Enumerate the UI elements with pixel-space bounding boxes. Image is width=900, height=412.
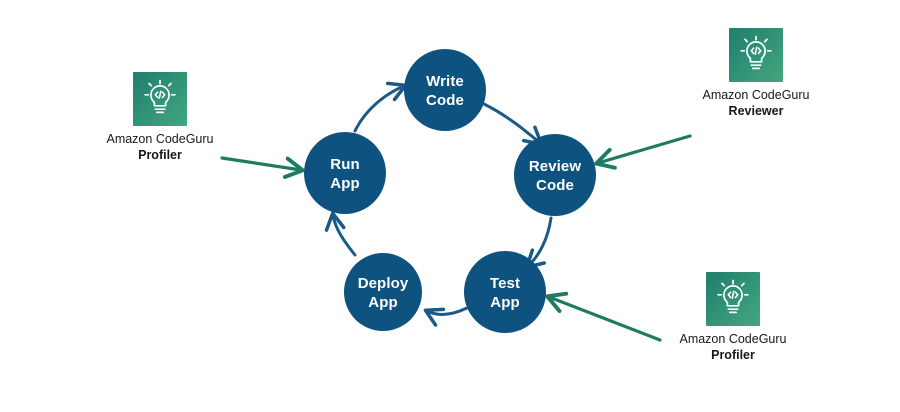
node-write-code-line2: Code bbox=[426, 92, 464, 109]
cycle-nodes: Write Code Review Code Test App Deploy A… bbox=[304, 49, 596, 333]
arrow-reviewer-to-review-code bbox=[598, 134, 692, 163]
node-deploy-app-line2: App bbox=[368, 294, 397, 311]
arrow-write-to-review bbox=[482, 102, 544, 146]
node-write-code-line1: Write bbox=[426, 73, 464, 90]
arrow-review-to-test bbox=[524, 216, 553, 269]
arrow-profiler-left-to-run-app bbox=[220, 156, 301, 170]
service-profiler-left[interactable]: Amazon CodeGuru Profiler bbox=[86, 72, 234, 164]
node-run-app[interactable]: Run App bbox=[304, 132, 386, 214]
node-write-code[interactable]: Write Code bbox=[404, 49, 486, 131]
service-profiler-right[interactable]: Amazon CodeGuru Profiler bbox=[648, 272, 818, 364]
service-arrows bbox=[220, 134, 692, 342]
node-review-code[interactable]: Review Code bbox=[514, 134, 596, 216]
codeguru-lightbulb-icon bbox=[729, 28, 783, 82]
codeguru-lightbulb-icon bbox=[133, 72, 187, 126]
node-review-code-line1: Review bbox=[529, 158, 582, 175]
service-caption-top: Amazon CodeGuru bbox=[106, 132, 214, 146]
service-caption-sub: Profiler bbox=[711, 348, 755, 363]
service-reviewer-right-caption: Amazon CodeGuru Reviewer bbox=[676, 87, 836, 120]
node-review-code-line2: Code bbox=[536, 177, 574, 194]
arrow-test-to-deploy bbox=[423, 306, 469, 327]
node-run-app-line2: App bbox=[330, 175, 359, 192]
codeguru-lightbulb-icon bbox=[706, 272, 760, 326]
arrow-run-to-write bbox=[353, 81, 408, 133]
service-profiler-left-caption: Amazon CodeGuru Profiler bbox=[86, 131, 234, 164]
service-caption-top: Amazon CodeGuru bbox=[679, 332, 787, 346]
arrow-deploy-to-run bbox=[324, 211, 357, 257]
service-caption-top: Amazon CodeGuru bbox=[702, 88, 810, 102]
node-deploy-app[interactable]: Deploy App bbox=[344, 253, 422, 331]
node-run-app-line1: Run bbox=[330, 156, 359, 173]
service-reviewer-right[interactable]: Amazon CodeGuru Reviewer bbox=[676, 28, 836, 120]
node-test-app-line1: Test bbox=[490, 275, 520, 292]
arrow-profiler-right-to-test-app bbox=[549, 297, 662, 342]
service-caption-sub: Reviewer bbox=[728, 104, 784, 119]
node-test-app[interactable]: Test App bbox=[464, 251, 546, 333]
node-test-app-line2: App bbox=[490, 294, 519, 311]
node-deploy-app-line1: Deploy bbox=[358, 275, 409, 292]
service-caption-sub: Profiler bbox=[138, 148, 182, 163]
service-profiler-right-caption: Amazon CodeGuru Profiler bbox=[648, 331, 818, 364]
